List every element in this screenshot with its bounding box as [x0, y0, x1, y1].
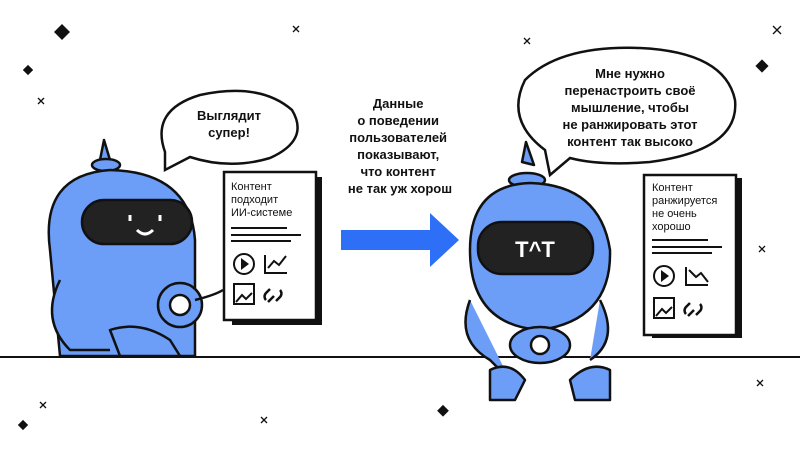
- doc-line: ранжируется: [652, 195, 717, 207]
- right-robot: T^T: [464, 140, 612, 402]
- speech-line: Мне нужно: [595, 66, 665, 81]
- doc-line: Контент: [652, 182, 693, 194]
- happy-face: [128, 215, 162, 236]
- doc-line: Контент: [231, 181, 272, 193]
- middle-caption: Данные о поведении пользователей показыв…: [348, 96, 452, 196]
- visor: [80, 198, 194, 246]
- diamond-icon: [755, 59, 769, 73]
- sad-face: T^T: [515, 237, 555, 262]
- doc-line: подходит: [231, 194, 278, 206]
- decorative-sparkles: [17, 24, 782, 431]
- diamond-icon: [54, 24, 70, 40]
- play-icon: [233, 253, 255, 275]
- image-icon: [653, 297, 675, 319]
- image-icon: [233, 283, 255, 305]
- left-speech-bubble: Выглядит супер!: [160, 89, 299, 173]
- chart-up-icon: [264, 255, 287, 274]
- doc-line: не очень: [652, 208, 697, 220]
- chart-down-icon: [685, 267, 709, 286]
- doc-line: ИИ-системе: [231, 207, 292, 219]
- speech-line: Выглядит: [197, 108, 261, 123]
- speech-line: супер!: [208, 125, 250, 140]
- diamond-icon: [17, 419, 29, 431]
- speech-line: мышление, чтобы: [571, 100, 689, 115]
- visor: [476, 220, 595, 276]
- right-speech-bubble: Мне нужно перенастроить своё мышление, что…: [517, 46, 737, 178]
- left-robot: [47, 138, 224, 358]
- link-icon: [683, 302, 703, 317]
- arrow-right-icon: [341, 213, 459, 267]
- speech-line: не ранжировать этот: [562, 117, 697, 132]
- link-icon: [263, 288, 283, 303]
- diamond-icon: [22, 64, 34, 76]
- diamond-icon: [437, 404, 449, 417]
- doc-line: хорошо: [652, 221, 691, 233]
- play-icon: [653, 265, 675, 287]
- speech-line: перенастроить своё: [565, 83, 696, 98]
- star-icon: [37, 25, 782, 424]
- speech-line: контент так высоко: [567, 134, 693, 149]
